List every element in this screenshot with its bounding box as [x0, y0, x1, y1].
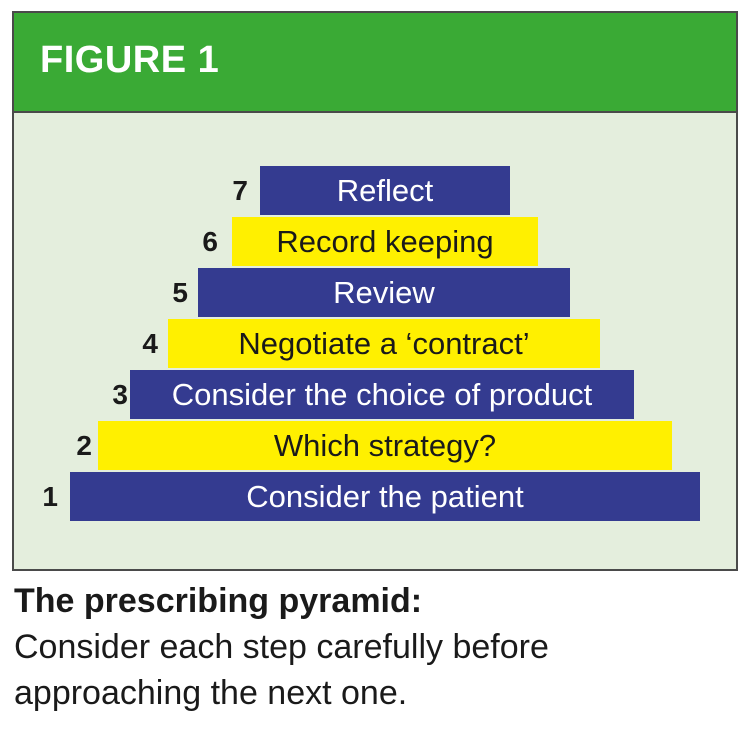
step-number-7: 7 [232, 175, 248, 206]
step-bar-7: Reflect [260, 166, 510, 215]
pyramid-step-4: 4 Negotiate a ‘contract’ [14, 319, 736, 368]
pyramid-step-3: 3 Consider the choice of product [14, 370, 736, 419]
step-number-2: 2 [76, 430, 92, 461]
step-number-3: 3 [112, 379, 128, 410]
pyramid-step-5: 5 Review [14, 268, 736, 317]
step-bar-4: Negotiate a ‘contract’ [168, 319, 600, 368]
step-number-5: 5 [172, 277, 188, 308]
figure-title: FIGURE 1 [40, 39, 220, 81]
step-bar-5: Review [198, 268, 570, 317]
figure-panel: FIGURE 1 7 Reflect 6 Record keeping 5 Re… [12, 11, 738, 571]
pyramid-step-1: 1 Consider the patient [14, 472, 736, 521]
step-bar-1: Consider the patient [70, 472, 700, 521]
caption-title: The prescribing pyramid: [14, 582, 423, 620]
pyramid-step-7: 7 Reflect [14, 166, 736, 215]
step-number-1: 1 [42, 481, 58, 512]
step-bar-2: Which strategy? [98, 421, 672, 470]
caption-body: Consider each step carefully before appr… [14, 628, 549, 712]
figure-header: FIGURE 1 [14, 13, 736, 113]
step-bar-6: Record keeping [232, 217, 538, 266]
pyramid-step-6: 6 Record keeping [14, 217, 736, 266]
step-number-4: 4 [142, 328, 158, 359]
figure-caption: The prescribing pyramid: Consider each s… [14, 578, 738, 716]
step-number-6: 6 [202, 226, 218, 257]
step-bar-3: Consider the choice of product [130, 370, 634, 419]
pyramid-step-2: 2 Which strategy? [14, 421, 736, 470]
